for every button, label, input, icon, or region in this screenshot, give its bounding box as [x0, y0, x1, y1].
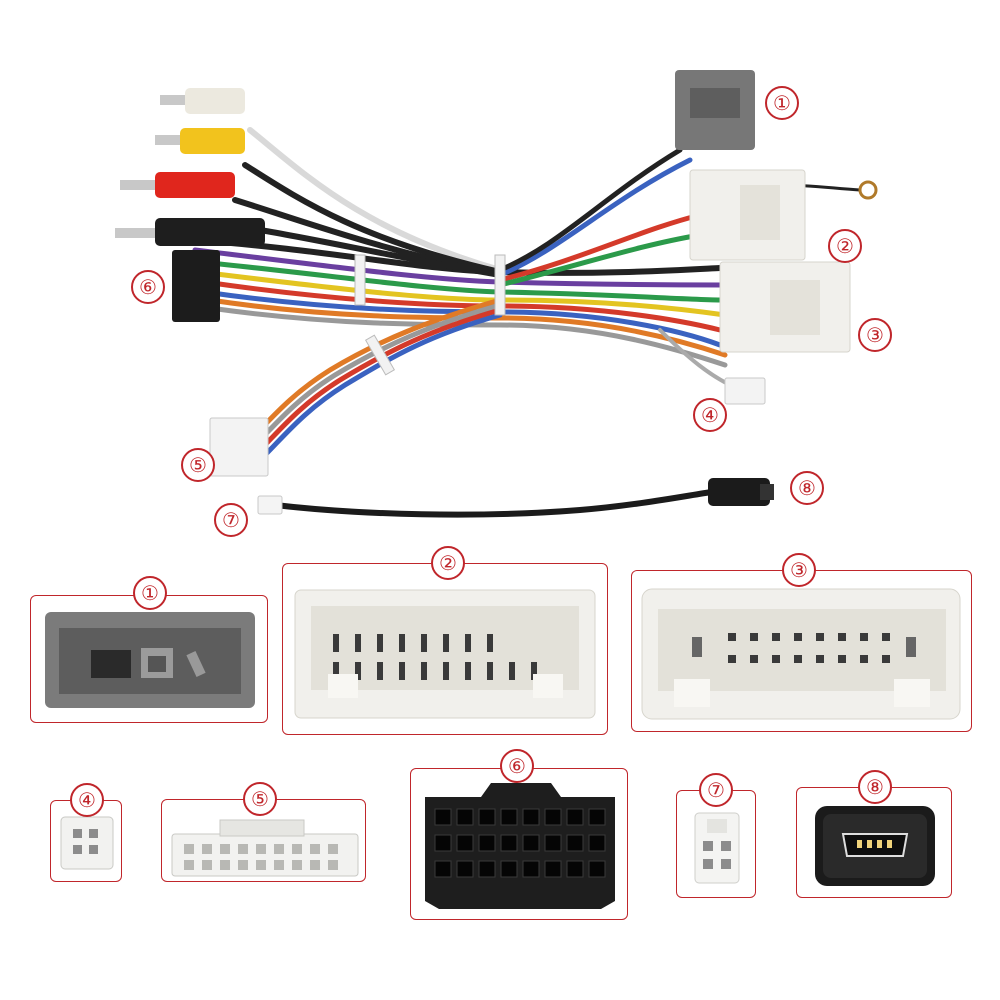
wire-harness-photo: [115, 70, 878, 518]
connector-icon: [45, 612, 255, 708]
connector-icon: [171, 819, 359, 877]
connector-icon: [815, 806, 935, 886]
panel-label-6: ⑥: [500, 749, 534, 783]
panel-connector-6: [410, 768, 628, 920]
callout-7: ⑦: [214, 503, 248, 537]
callout-6: ⑥: [131, 270, 165, 304]
panel-label-8: ⑧: [858, 770, 892, 804]
connector-icon: [294, 589, 596, 719]
panel-label-3: ③: [782, 553, 816, 587]
callout-5: ⑤: [181, 448, 215, 482]
panel-connector-8: [796, 787, 952, 898]
panel-connector-2: [282, 563, 608, 735]
panel-label-2: ②: [431, 546, 465, 580]
connector-icon: [641, 588, 961, 720]
callout-8: ⑧: [790, 471, 824, 505]
callout-3: ③: [858, 318, 892, 352]
callout-4: ④: [693, 398, 727, 432]
panel-connector-3: [631, 570, 972, 732]
connector-icon: [694, 812, 740, 884]
connector-icon: [60, 816, 114, 870]
callout-1: ①: [765, 86, 799, 120]
panel-connector-4: [50, 800, 122, 882]
panel-label-4: ④: [70, 783, 104, 817]
panel-connector-7: [676, 790, 756, 898]
panel-label-5: ⑤: [243, 782, 277, 816]
callout-2: ②: [828, 229, 862, 263]
panel-connector-1: [30, 595, 268, 723]
panel-label-7: ⑦: [699, 773, 733, 807]
panel-label-1: ①: [133, 576, 167, 610]
connector-icon: [425, 783, 615, 909]
